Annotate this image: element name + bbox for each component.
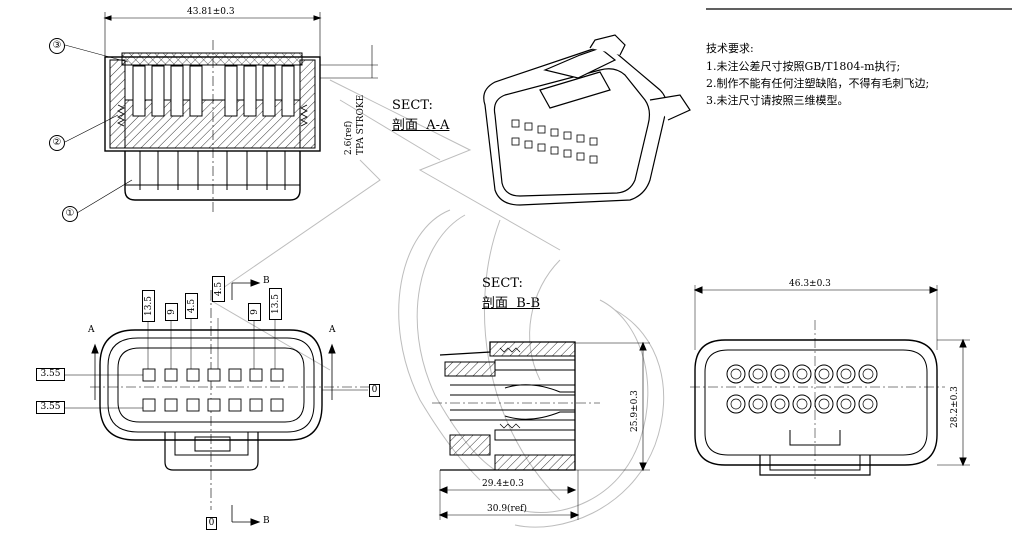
zero-datum-right: 0	[369, 384, 380, 397]
zero-datum-bottom: 0	[206, 517, 217, 530]
stroke-dim-label: TPA STROKE	[356, 94, 366, 155]
left-dim-3-55-bottom: 3.55	[36, 401, 65, 414]
top-dim-4-5-left: 4.5	[185, 293, 198, 319]
top-dim-13-5-right: 13.5	[269, 288, 282, 320]
callout-1: ①	[62, 206, 78, 222]
cut-label-a-right: A	[329, 325, 336, 335]
requirement-line-2: 2.制作不能有任何注塑缺陷，不得有毛刺飞边;	[706, 77, 930, 90]
stroke-dim-ref: 2.6(ref)	[344, 120, 354, 155]
connector-3d-cavities	[511, 119, 598, 164]
cut-label-b-bottom: B	[263, 516, 270, 526]
section-b-b-drawing	[432, 341, 650, 520]
section-b-sect: SECT:	[482, 276, 523, 291]
end-view-height-dim: 28.2±0.3	[950, 386, 960, 428]
cut-label-b-top: B	[263, 276, 270, 286]
requirements-title: 技术要求:	[706, 42, 754, 55]
connector-3d-view	[483, 34, 691, 206]
end-view-cavity-inner	[730, 368, 874, 410]
section-a-sect: SECT:	[392, 98, 433, 113]
callout-3: ③	[49, 38, 65, 54]
requirement-line-1: 1.未注公差尺寸按照GB/T1804-m执行;	[706, 60, 901, 73]
callout-2: ②	[49, 135, 65, 151]
end-view-drawing	[690, 285, 970, 480]
top-dim-4-5-right: 4.5	[212, 276, 225, 302]
section-a-label: 剖面 A-A	[392, 118, 450, 133]
left-dim-3-55-top: 3.55	[36, 368, 65, 381]
cut-label-a-left: A	[88, 325, 95, 335]
end-view-cavities	[726, 364, 878, 414]
section-a-a-drawing	[64, 12, 378, 215]
top-dim-9-left: 9	[165, 303, 178, 321]
section-b-label: 剖面 B-B	[482, 296, 541, 311]
end-view-width-dim: 46.3±0.3	[789, 279, 831, 289]
section-b-width-dim-2: 30.9(ref)	[487, 504, 528, 514]
section-b-width-dim-1: 29.4±0.3	[482, 479, 524, 489]
top-dim-13-5-left: 13.5	[142, 290, 155, 322]
front-view-cavities	[142, 368, 284, 412]
section-b-height-dim: 25.9±0.3	[630, 390, 640, 432]
front-view-drawing	[64, 279, 370, 526]
watermark	[209, 79, 665, 528]
width-dimension-43-81: 43.81±0.3	[187, 7, 235, 17]
requirement-line-3: 3.未注尺寸请按照三维模型。	[706, 94, 849, 107]
top-dim-9-right: 9	[248, 303, 261, 321]
